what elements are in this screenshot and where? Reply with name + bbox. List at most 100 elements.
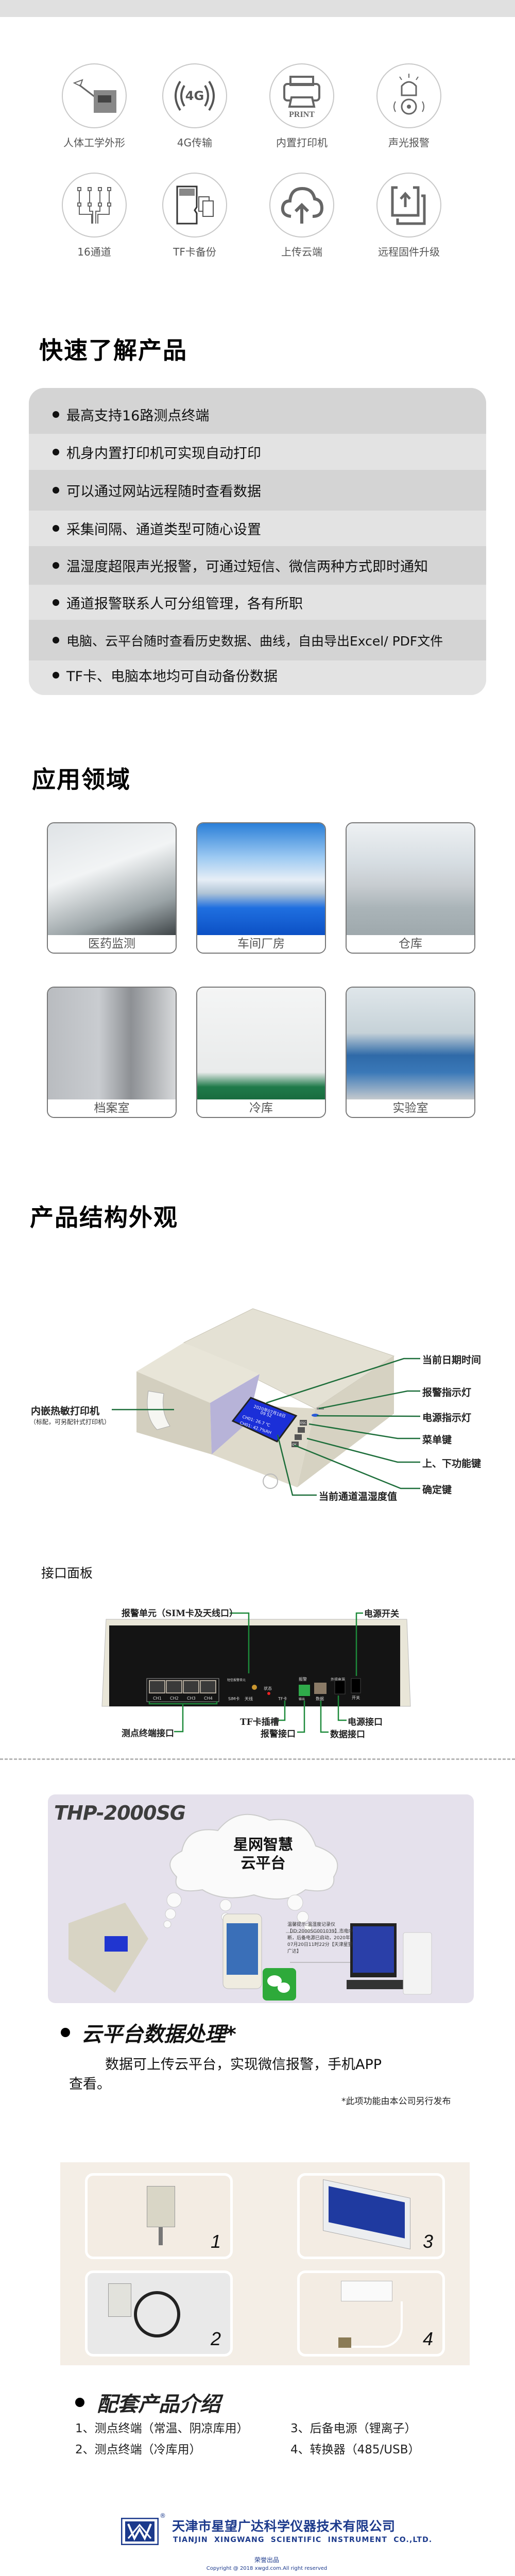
cold-storage-probe-image — [108, 2283, 131, 2317]
label-alarm-indicator: 报警指示灯 — [422, 1387, 472, 1398]
feature-alarm: 声光报警 — [357, 63, 460, 149]
section-divider — [0, 1758, 515, 1760]
list-item: TF卡、电脑本地均可自动备份数据 — [29, 660, 486, 695]
workshop-photo — [197, 823, 325, 936]
applications-title: 应用领域 — [32, 766, 131, 793]
company-name-en: TIANJIN XINGWANG SCIENTIFIC INSTRUMENT C… — [173, 2536, 433, 2544]
accessory-item-2: 2、测点终端（冷库用） — [75, 2443, 201, 2456]
svg-text:4G: 4G — [185, 89, 204, 103]
bullet-icon — [75, 2398, 84, 2407]
model-name: THP-2000SG — [54, 1802, 186, 1824]
label-data-port: 数据接口 — [330, 1730, 365, 1740]
alert-message: 温馨提示:温湿度记录仪【ID:2000SG001039】市电中断，后备电源已启动… — [287, 1922, 353, 1954]
application-card-archive: 档案室 — [47, 987, 177, 1118]
svg-text:短信报警单元: 短信报警单元 — [227, 1678, 246, 1682]
application-card-warehouse: 仓库 — [346, 822, 475, 954]
accessory-item-1: 1、测点终端（常温、阴凉库用） — [75, 2422, 249, 2435]
interface-panel-title: 接口面板 — [41, 1566, 93, 1581]
menu-button — [300, 1420, 307, 1426]
svg-text:CH4: CH4 — [204, 1696, 213, 1701]
accessory-card: 4 — [297, 2270, 445, 2357]
copyright-text: Copyright @ 2018 xwgd.com.All right rese… — [206, 2566, 328, 2571]
svg-text:报警: 报警 — [299, 1676, 307, 1682]
ok-button — [291, 1442, 299, 1447]
channels-icon — [77, 187, 111, 224]
feature-4g: 4G 4G传输 — [143, 63, 246, 149]
registered-mark: ® — [160, 2512, 166, 2519]
svg-text:天线: 天线 — [245, 1696, 253, 1701]
laboratory-photo — [347, 988, 474, 1100]
accessory-card: 2 — [85, 2270, 233, 2357]
application-card-workshop: 车间厂房 — [196, 822, 326, 954]
list-item: 采集间隔、通道类型可随心设置 — [29, 511, 486, 546]
cloud-heading: 云平台数据处理* — [61, 2018, 236, 2047]
svg-text:外接电源: 外接电源 — [331, 1677, 345, 1682]
svg-text:开关: 开关 — [352, 1695, 360, 1700]
device-front-illustration: 2020年07月18日 09 52 CH01: 26.7 ℃ CH01: 42.… — [112, 1308, 421, 1496]
down-button — [295, 1434, 302, 1440]
label-date-time: 当前日期时间 — [422, 1354, 482, 1366]
svg-text:状态: 状态 — [264, 1686, 272, 1691]
cloud-footnote: *此项功能由本公司另行发布 — [341, 2096, 451, 2107]
svg-text:PRINT: PRINT — [289, 110, 315, 119]
medical-lab-photo — [48, 823, 176, 936]
application-card-lab: 实验室 — [346, 987, 475, 1118]
feature-cloud-upload: 上传云端 — [250, 173, 353, 259]
printer-note: （标配，可另配针式打印机） — [30, 1418, 111, 1426]
honor-text: 荣誉出品 — [254, 2556, 279, 2564]
backup-battery-image — [323, 2179, 410, 2250]
accessories-panel: 1 2 3 4 — [60, 2162, 470, 2365]
list-item: 可以通过网站远程随时查看数据 — [29, 470, 486, 511]
list-item: 机身内置打印机可实现自动打印 — [29, 434, 486, 470]
quick-overview-title: 快速了解产品 — [39, 336, 187, 364]
cloud-upload-icon — [281, 187, 324, 224]
label-up-down-keys: 上、下功能键 — [422, 1458, 482, 1469]
feature-tf-backup: TF卡备份 — [143, 173, 246, 259]
svg-text:CH1: CH1 — [153, 1696, 162, 1701]
label-channel-reading: 当前通道温湿度值 — [319, 1491, 398, 1502]
up-button — [298, 1427, 305, 1433]
label-alarm-unit: 报警单元（SIM卡及天线口） — [122, 1608, 238, 1619]
printer-label: 内嵌热敏打印机 — [31, 1405, 100, 1417]
ergonomic-icon — [73, 79, 116, 113]
company-logo — [121, 2518, 159, 2545]
usb-converter-image — [341, 2281, 392, 2301]
label-power-switch: 电源开关 — [364, 1609, 399, 1619]
cold-storage-photo — [197, 988, 325, 1100]
label-alarm-port: 报警接口 — [261, 1729, 296, 1739]
feature-printer: PRINT 内置打印机 — [250, 63, 353, 149]
bullet-icon — [61, 2028, 70, 2037]
cloud-name-line2: 云平台 — [241, 1854, 286, 1872]
4g-signal-icon: 4G — [175, 80, 215, 111]
label-menu-key: 菜单键 — [422, 1434, 452, 1446]
label-probe-ports: 测点终端接口 — [122, 1728, 174, 1739]
printer-paper — [147, 1391, 170, 1430]
svg-text:CH2: CH2 — [170, 1696, 179, 1701]
feature-firmware-upgrade: 远程固件升级 — [357, 173, 460, 259]
accessory-item-3: 3、后备电源（锂离子） — [290, 2422, 417, 2435]
warehouse-photo — [347, 823, 474, 936]
cloud-graphic — [68, 1814, 432, 2001]
label-ok-key: 确定键 — [422, 1484, 452, 1496]
accessories-heading: 配套产品介绍 — [75, 2387, 220, 2417]
cloud-description-line2: 查看。 — [69, 2076, 111, 2092]
accessory-card: 1 — [85, 2173, 233, 2259]
feature-16-channels: 16通道 — [43, 173, 146, 259]
structure-title: 产品结构外观 — [30, 1204, 178, 1231]
archive-room-photo — [48, 988, 176, 1100]
svg-text:SIM卡: SIM卡 — [228, 1696, 239, 1701]
list-item: 电脑、云平台随时查看历史数据、曲线，自由导出Excel/ PDF文件 — [29, 620, 486, 660]
svg-text:TF卡: TF卡 — [278, 1696, 287, 1701]
cloud-description-line1: 数据可上传云平台，实现微信报警，手机APP — [105, 2057, 382, 2073]
firmware-upgrade-icon — [391, 186, 426, 225]
svg-text:输出: 输出 — [299, 1697, 305, 1701]
tf-card-icon — [176, 185, 214, 225]
printer-icon: PRINT — [283, 76, 320, 119]
top-band — [0, 0, 515, 17]
cloud-platform-diagram: THP-2000SG 星网智慧 云平台 温馨提示:温湿度记录仪【ID:2000S… — [48, 1794, 474, 2003]
list-item: 通道报警联系人可分组管理，各有所职 — [29, 585, 486, 620]
cloud-name-line1: 星网智慧 — [233, 1836, 293, 1853]
accessory-card: 3 — [297, 2173, 445, 2259]
accessory-item-4: 4、转换器（485/USB） — [290, 2443, 420, 2456]
